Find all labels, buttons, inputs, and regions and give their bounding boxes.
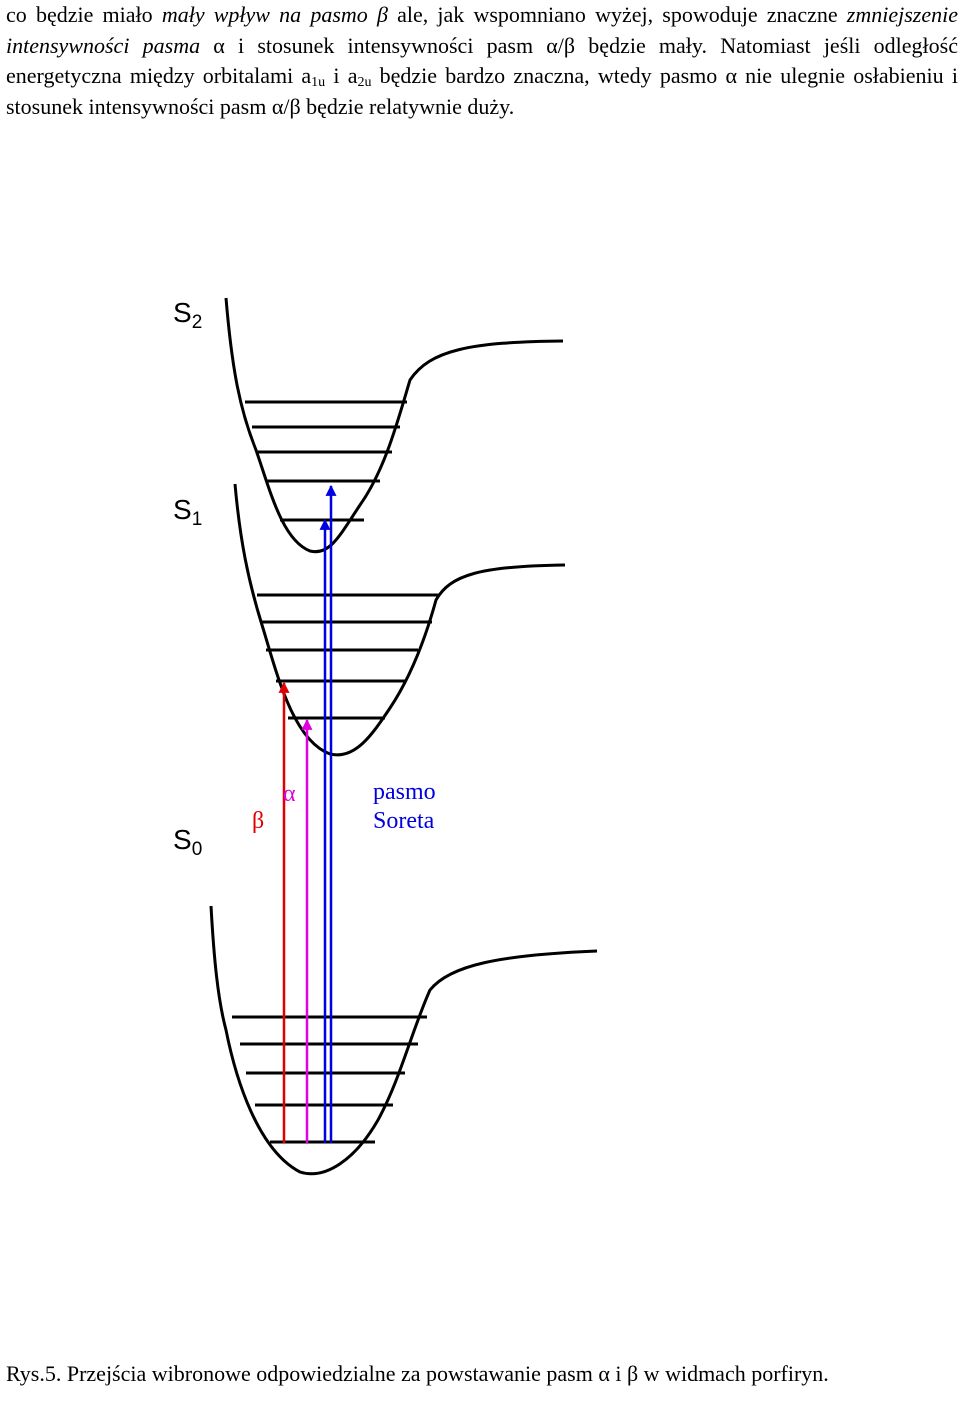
s2-potential-well (224, 297, 564, 554)
transition-arrows (278, 484, 337, 1143)
text-run: i a (325, 63, 358, 88)
subscript-1u: 1u (311, 75, 326, 90)
text-run-italic: mały wpływ na pasmo (161, 2, 377, 27)
s2-label: S2 (173, 297, 202, 333)
s0-potential-well (209, 905, 598, 1176)
figure-caption-text: Rys.5. Przejścia wibronowe odpowiedzialn… (6, 1361, 829, 1386)
beta-symbol: β (376, 2, 388, 27)
text-run: co będzie miało (6, 2, 162, 27)
subscript-2u: 2u (357, 75, 372, 90)
s2-curve (224, 297, 564, 554)
s0-label: S0 (173, 824, 202, 860)
beta-label: β (252, 808, 264, 834)
body-paragraph: co będzie miało mały wpływ na pasmo β al… (6, 0, 958, 122)
text-run: będzie bardzo znaczna, wtedy pasmo α nie… (6, 63, 958, 119)
s1-label: S1 (173, 494, 202, 530)
s1-potential-well (233, 483, 566, 757)
s1-curve (233, 483, 566, 757)
alpha-label: α (283, 781, 296, 807)
s0-curve (209, 905, 598, 1176)
text-run: i stosunek intensywności pasm α/β będzie… (224, 32, 707, 58)
text-run-italic: zmniejszenie intensywności pasma (6, 2, 958, 58)
text-run: ale, jak wspomniano wyżej, spowoduje zna… (387, 2, 838, 27)
soret-label-line2: Soreta (373, 808, 435, 834)
figure-caption: Rys.5. Przejścia wibronowe odpowiedzialn… (6, 1358, 906, 1389)
alpha-symbol: α (213, 32, 225, 58)
soret-label-line1: pasmo (373, 779, 436, 805)
text-run: Natomiast jeśli odległość energetyczna m… (6, 32, 958, 89)
